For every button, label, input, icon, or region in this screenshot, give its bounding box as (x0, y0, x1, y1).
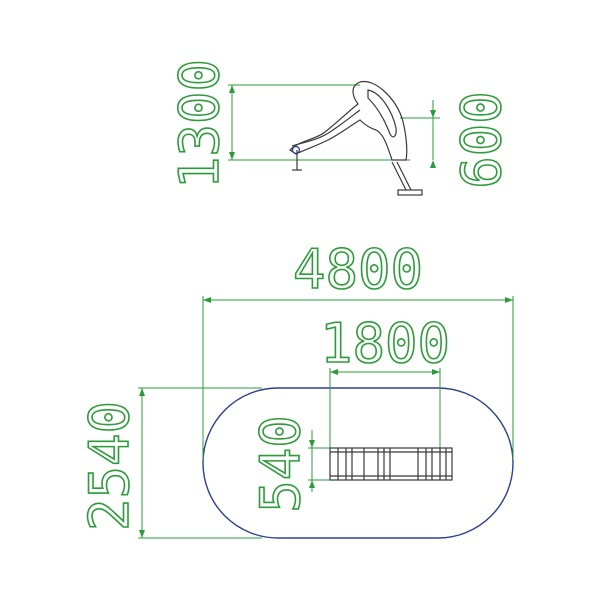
arrow-head (330, 369, 338, 375)
arrow-head (309, 440, 315, 448)
dimension-label-total-length: 4800 (293, 238, 423, 301)
slide-support-leg (391, 161, 407, 191)
arrow-head (139, 388, 145, 396)
dimension-label-slide-width: 1800 (320, 312, 450, 375)
arrow-head (229, 85, 235, 93)
top-view (138, 296, 514, 539)
slide-body (289, 80, 408, 161)
dimension-label-slide-height: 1300 (168, 59, 231, 189)
side-view (228, 80, 440, 196)
arrow-head (229, 152, 235, 160)
arrow-head (139, 530, 145, 538)
slide-bed-line (291, 109, 361, 147)
slide-plan (329, 447, 453, 481)
dimension-label-total-width: 2540 (78, 401, 141, 531)
slide-groove (367, 89, 397, 138)
arrow-head (430, 160, 436, 168)
slide-plan-frame (329, 447, 453, 481)
slide-support-leg (396, 161, 412, 191)
dimension-label-platform-height: 600 (450, 91, 513, 189)
arrow-head (430, 110, 436, 118)
arrow-head (203, 297, 211, 303)
arrow-head (432, 369, 440, 375)
arrow-head (505, 297, 513, 303)
slide-exit-bolt (291, 145, 301, 155)
arrow-head (309, 480, 315, 488)
slide-base-plate (397, 189, 423, 196)
play-area-outline (202, 387, 514, 539)
dimension-label-step-width: 540 (249, 415, 312, 513)
